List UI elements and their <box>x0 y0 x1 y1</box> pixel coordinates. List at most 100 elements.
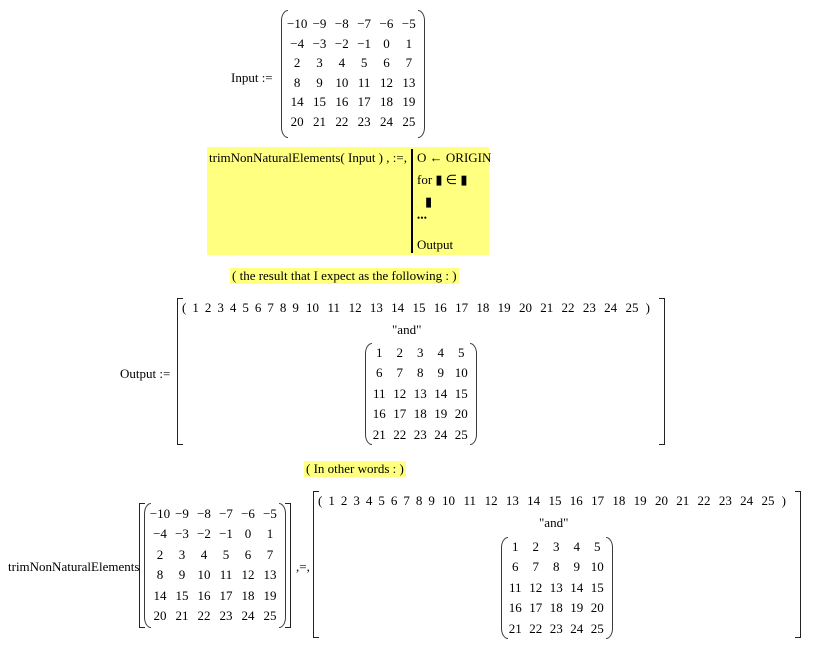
matrix-cell: 14 <box>434 385 448 401</box>
matrix-cell: −8 <box>334 16 349 32</box>
matrix-cell: 14 <box>153 587 167 603</box>
matrix-cell: 6 <box>376 365 383 381</box>
vector-element: 22 <box>561 300 575 315</box>
program-line-2[interactable]: for ▮ ∈ ▮ <box>417 172 468 187</box>
matrix-row: −10−9−8−7−6−5 <box>286 14 420 34</box>
left-bracket <box>313 491 319 638</box>
matrix-cell: −4 <box>290 35 305 51</box>
matrix-cell: 20 <box>153 608 167 624</box>
matrix-cell: 15 <box>175 587 189 603</box>
vector-element: 16 <box>569 493 583 508</box>
matrix-cell: 19 <box>570 600 584 616</box>
matrix-cell: 3 <box>417 344 424 360</box>
vector-element: 1 <box>192 300 199 315</box>
vector-element: 6 <box>390 493 398 508</box>
vector-element: 7 <box>267 300 274 315</box>
matrix-cell: 25 <box>402 113 416 129</box>
vector-element: 9 <box>292 300 299 315</box>
matrix-cell: 23 <box>413 426 427 442</box>
vector-element: 15 <box>548 493 562 508</box>
vector-element: 17 <box>455 300 469 315</box>
vector-open-paren: ( <box>182 300 187 315</box>
matrix-cell: 5 <box>222 546 230 562</box>
matrix-cell: −3 <box>312 35 327 51</box>
matrix-cell: −6 <box>379 16 394 32</box>
matrix-cell: 4 <box>573 538 581 554</box>
matrix-cell: 11 <box>508 579 522 595</box>
program-line-3-placeholder[interactable]: ▮ <box>425 194 433 209</box>
vector-element: 12 <box>348 300 362 315</box>
note-in-other-words[interactable]: ( In other words : ) <box>304 461 406 477</box>
matrix-cell: −10 <box>149 505 171 521</box>
vector-element: 17 <box>591 493 605 508</box>
vector-element: 8 <box>415 493 423 508</box>
matrix-cell: 18 <box>413 406 427 422</box>
matrix-cell: −7 <box>219 505 233 521</box>
function-signature[interactable]: trimNonNaturalElements( Input ) , :=, <box>209 150 407 165</box>
vector-element: 22 <box>697 493 711 508</box>
matrix-cell: 0 <box>383 35 390 51</box>
function-definition-region[interactable]: trimNonNaturalElements( Input ) , :=, O … <box>207 147 492 255</box>
matrix-cell: 3 <box>553 538 560 554</box>
left-bracket <box>177 298 183 445</box>
matrix-cell: 6 <box>512 559 519 575</box>
matrix-cell: 17 <box>219 587 233 603</box>
eval-function-name[interactable]: trimNonNaturalElements <box>8 559 140 574</box>
input-label[interactable]: Input := <box>231 70 273 85</box>
vector-open-paren: ( <box>318 493 323 508</box>
vector-element: 1 <box>328 493 335 508</box>
matrix-cell: 14 <box>290 94 304 110</box>
matrix-cell: 13 <box>263 567 277 583</box>
vector-element: 13 <box>505 493 519 508</box>
program-line-4-ellipsis[interactable]: • • • <box>417 213 427 223</box>
matrix-cell: 1 <box>376 344 383 360</box>
matrix-cell: 22 <box>393 426 407 442</box>
matrix-cell: 6 <box>383 55 390 71</box>
matrix-cell: 8 <box>417 365 424 381</box>
matrix-cell: 2 <box>532 538 540 554</box>
matrix-cell: 7 <box>405 55 413 71</box>
vector-element: 3 <box>217 300 224 315</box>
matrix-cell: 16 <box>372 406 386 422</box>
matrix-cell: 24 <box>570 620 584 636</box>
vector-element: 20 <box>654 493 668 508</box>
matrix-cell: 9 <box>316 74 323 90</box>
output-label[interactable]: Output := <box>120 366 171 381</box>
eval-operator[interactable]: ,=, <box>296 559 310 574</box>
matrix-cell: 19 <box>402 94 416 110</box>
matrix-cell: 2 <box>396 344 404 360</box>
matrix-cell: −8 <box>197 505 211 521</box>
matrix-cell: 12 <box>379 74 393 90</box>
program-line-5[interactable]: Output <box>417 237 454 252</box>
matrix-cell: 20 <box>454 406 468 422</box>
program-bar <box>411 149 413 253</box>
vector-element: 18 <box>612 493 626 508</box>
matrix-cell: 10 <box>335 74 349 90</box>
note-expected-result[interactable]: ( the result that I expect as the follow… <box>230 268 459 284</box>
matrix-cell: −7 <box>357 16 372 32</box>
matrix-cell: 13 <box>402 74 416 90</box>
matrix-cell: 12 <box>241 567 255 583</box>
matrix-cell: 23 <box>357 113 371 129</box>
matrix-cell: 24 <box>434 426 448 442</box>
matrix-cell: 3 <box>316 55 323 71</box>
matrix-cell: 18 <box>241 587 255 603</box>
program-line-1[interactable]: O ← ORIGIN <box>417 150 492 165</box>
matrix-cell: −1 <box>219 526 233 542</box>
matrix-cell: 9 <box>437 365 445 381</box>
matrix-cell: 21 <box>175 608 189 624</box>
